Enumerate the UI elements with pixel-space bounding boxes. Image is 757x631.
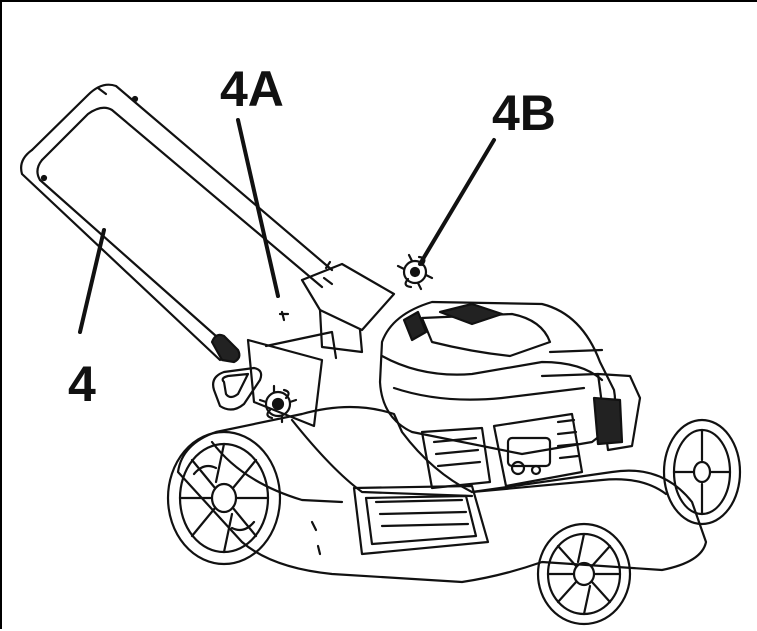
right-rear-wheel — [662, 418, 742, 526]
callout-4a: 4A — [220, 61, 284, 117]
callout-4b: 4B — [492, 85, 556, 141]
lawn-mower-illustration — [20, 83, 742, 626]
leader-line-4b — [418, 138, 496, 266]
engine — [378, 300, 642, 456]
mower-deck — [176, 405, 708, 584]
callout-4: 4 — [68, 356, 96, 412]
engine-panel — [420, 412, 584, 490]
wing-knob-a — [258, 384, 298, 424]
right-front-wheel — [536, 522, 632, 626]
leader-lines — [78, 118, 496, 334]
leader-line-4 — [78, 228, 106, 334]
wing-knob-b — [396, 253, 434, 291]
handle-brackets — [246, 260, 396, 428]
left-rear-wheel — [166, 430, 282, 566]
leader-line-4a — [236, 118, 280, 298]
handle-grip — [210, 333, 263, 411]
handle — [20, 83, 334, 362]
